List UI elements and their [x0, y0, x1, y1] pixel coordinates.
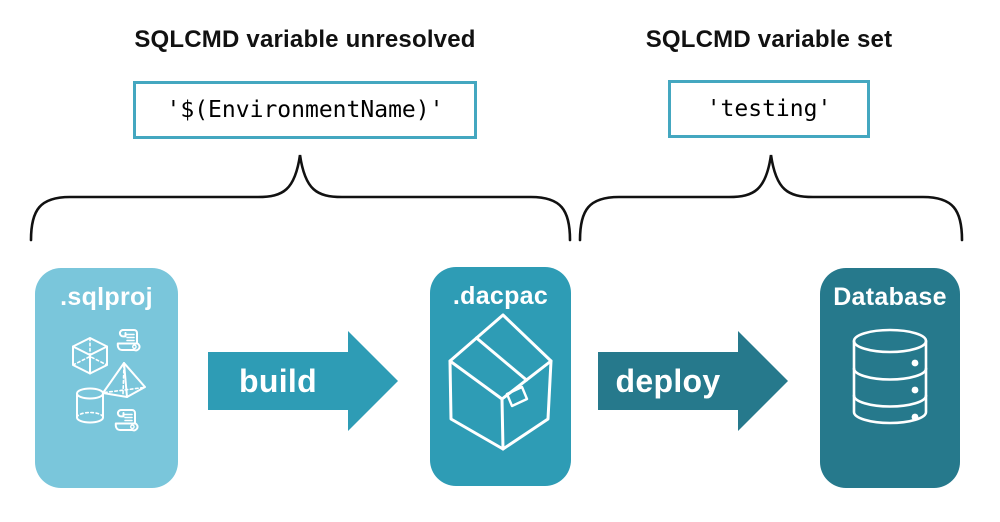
node-sqlproj-label: .sqlproj	[60, 283, 153, 311]
build-arrow-label: build	[239, 362, 317, 399]
node-dacpac-label: .dacpac	[452, 282, 549, 310]
deploy-arrow	[598, 331, 788, 431]
code-text-environment-name: '$(EnvironmentName)'	[166, 97, 444, 123]
heading-sqlcmd-unresolved: SQLCMD variable unresolved	[134, 26, 476, 53]
code-text-testing: 'testing'	[706, 96, 832, 122]
cylinder-icon	[76, 387, 104, 424]
code-box-environment-name: '$(EnvironmentName)'	[133, 81, 477, 139]
node-dacpac: .dacpac	[430, 267, 571, 486]
deploy-arrow-label: deploy	[615, 362, 721, 399]
node-database-label: Database	[833, 283, 947, 311]
cube-icon	[72, 337, 108, 375]
database-dot	[911, 386, 919, 394]
database-cylinder-icon	[852, 328, 928, 425]
sql-project-objects-icon	[72, 329, 146, 432]
right-curly-brace	[578, 154, 964, 242]
sql-script-icon	[114, 409, 139, 432]
left-curly-brace	[29, 154, 572, 242]
build-arrow	[208, 331, 398, 431]
node-sqlproj: .sqlproj	[35, 268, 178, 488]
database-dot	[911, 359, 919, 367]
node-database: Database	[820, 268, 960, 488]
pyramid-icon	[102, 362, 146, 398]
code-box-testing: 'testing'	[668, 80, 870, 138]
heading-sqlcmd-set: SQLCMD variable set	[645, 26, 893, 53]
sql-script-icon	[116, 329, 141, 352]
package-box-icon	[448, 313, 553, 451]
database-dot	[911, 413, 919, 421]
